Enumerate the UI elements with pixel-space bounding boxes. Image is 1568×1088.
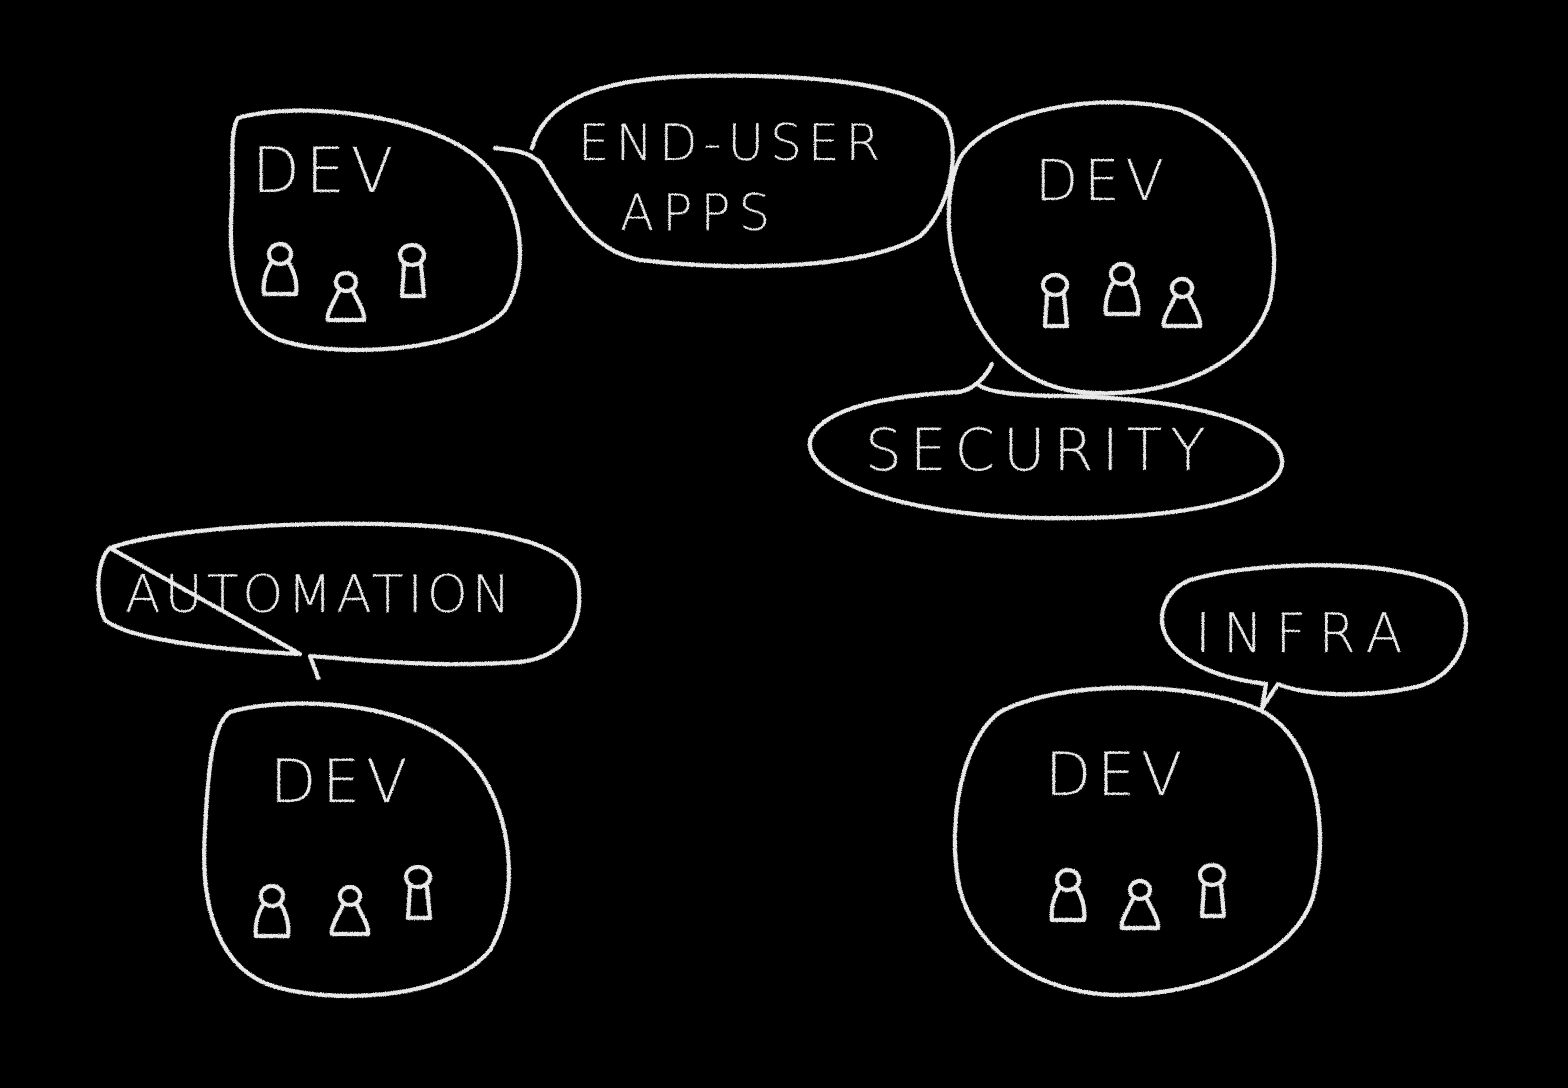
person-icon (256, 886, 289, 936)
person-icon (1122, 881, 1158, 928)
dev-team-top-left: DEV (228, 108, 522, 353)
speech-bubble-outline (96, 521, 582, 681)
dev-team-bottom-right: DEV (952, 685, 1323, 998)
team-members (256, 867, 430, 936)
team-circle (202, 701, 511, 998)
person-icon (1052, 870, 1085, 920)
bubble-label: INFRA (1195, 602, 1415, 665)
team-circle (228, 108, 522, 353)
team-circle (952, 685, 1323, 998)
speech-bubble-outline (807, 361, 1285, 521)
team-circle (946, 100, 1277, 396)
bubble-label: AUTOMATION (125, 565, 515, 625)
team-members (1043, 264, 1200, 326)
team-label: DEV (270, 747, 413, 817)
dev-team-top-right: DEV (946, 100, 1277, 396)
person-icon (1200, 865, 1224, 916)
speech-bubble-outline (492, 73, 955, 269)
bubble-label-line-1: END-USER (578, 114, 886, 172)
person-icon (406, 867, 430, 918)
person-icon (1106, 264, 1139, 314)
person-icon (264, 244, 297, 294)
bubble-label-line-2: APPS (620, 184, 778, 242)
dev-team-bottom-left: DEV (202, 701, 511, 998)
speech-bubble-outline (1159, 563, 1469, 711)
end-user-apps-bubble: END-USER APPS (492, 73, 955, 269)
team-label: DEV (1035, 149, 1170, 214)
person-icon (328, 273, 364, 320)
bubble-label: SECURITY (865, 416, 1214, 484)
automation-bubble: AUTOMATION (96, 521, 582, 681)
team-label: DEV (252, 134, 399, 207)
person-icon (400, 245, 424, 296)
infra-bubble: INFRA (1159, 563, 1469, 711)
team-members (264, 244, 424, 320)
person-icon (1043, 275, 1067, 326)
person-icon (1164, 279, 1200, 326)
team-label: DEV (1045, 740, 1188, 810)
security-bubble: SECURITY (807, 361, 1285, 521)
person-icon (332, 887, 368, 934)
team-members (1052, 865, 1224, 928)
